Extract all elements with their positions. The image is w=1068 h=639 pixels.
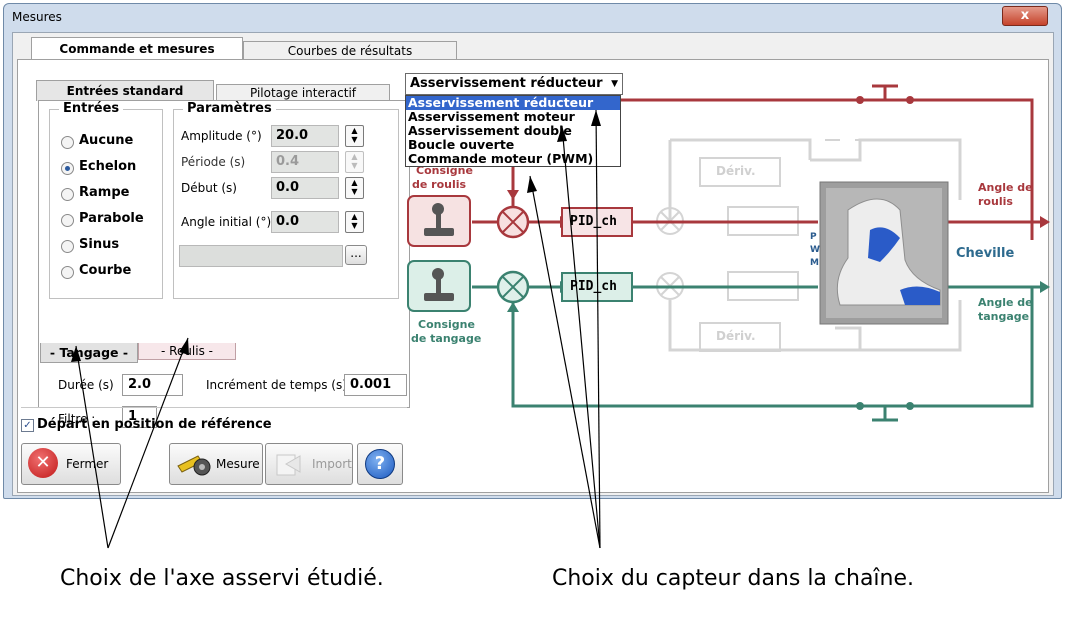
- window-title: Mesures: [12, 10, 62, 24]
- mode-option-reducteur[interactable]: Asservissement réducteur: [406, 96, 620, 110]
- help-button[interactable]: ?: [357, 443, 403, 485]
- deriv-tangage-label: Dériv.: [716, 329, 756, 343]
- tab-courbes-de-resultats[interactable]: Courbes de résultats: [243, 41, 457, 60]
- amplitude-label: Amplitude (°): [181, 129, 262, 143]
- mesure-button[interactable]: Mesure: [169, 443, 263, 485]
- close-x-icon: ✕: [28, 448, 58, 478]
- radio-parabole-label: Parabole: [79, 211, 144, 226]
- annotation-capteur: Choix du capteur dans la chaîne.: [552, 566, 915, 591]
- import-icon: [274, 450, 304, 478]
- angle-roulis-line2: roulis: [978, 195, 1013, 208]
- radio-echelon-label: Echelon: [79, 159, 137, 174]
- fermer-label: Fermer: [66, 457, 109, 471]
- radio-courbe[interactable]: [61, 266, 74, 279]
- block-diagram: [407, 84, 1050, 422]
- help-icon: ?: [365, 449, 395, 479]
- angle-roulis-line1: Angle de: [978, 181, 1033, 194]
- axis-tab-tangage[interactable]: - Tangage -: [40, 343, 138, 363]
- tab-pilotage-interactif[interactable]: Pilotage interactif: [216, 84, 390, 101]
- debut-spinner[interactable]: ▲▼: [345, 177, 364, 199]
- browse-button[interactable]: ...: [345, 245, 367, 265]
- tape-measure-icon: [176, 452, 212, 476]
- mode-dropdown[interactable]: Asservissement réducteur ▼: [405, 73, 623, 95]
- radio-courbe-label: Courbe: [79, 263, 132, 278]
- filtre-input[interactable]: 1: [122, 406, 157, 428]
- mode-option-pwm[interactable]: Commande moteur (PWM): [408, 151, 594, 166]
- curve-file-field[interactable]: [179, 245, 343, 267]
- deriv-roulis-label: Dériv.: [716, 164, 756, 178]
- radio-rampe[interactable]: [61, 188, 74, 201]
- depart-checkbox-label: Départ en position de référence: [37, 417, 272, 432]
- radio-sinus[interactable]: [61, 240, 74, 253]
- angle-initial-input[interactable]: 0.0: [271, 211, 339, 233]
- pwm-letter-p: P: [810, 232, 817, 242]
- consigne-tangage-line1: Consigne: [418, 318, 475, 331]
- fermer-button[interactable]: ✕ Fermer: [21, 443, 121, 485]
- consigne-roulis-line2: de roulis: [412, 178, 467, 191]
- left-group-separator: [21, 407, 407, 408]
- parametres-group-title: Paramètres: [183, 101, 276, 116]
- entrees-group-title: Entrées: [59, 101, 124, 116]
- tab-commande-et-mesures[interactable]: Commande et mesures: [31, 37, 243, 60]
- pwm-letter-m: M: [810, 258, 819, 268]
- angle-initial-spinner[interactable]: ▲▼: [345, 211, 364, 233]
- increment-label: Incrément de temps (s): [206, 378, 347, 392]
- pid-tangage-label: PID_ch: [570, 279, 617, 294]
- angle-initial-label: Angle initial (°): [181, 215, 272, 229]
- consigne-roulis-line1: Consigne: [416, 164, 473, 177]
- title-bar: Mesures x: [4, 4, 1061, 30]
- mode-dropdown-value: Asservissement réducteur: [410, 76, 603, 91]
- import-button[interactable]: Import: [265, 443, 353, 485]
- debut-label: Début (s): [181, 181, 237, 195]
- filtre-label: Filtre :: [58, 412, 96, 426]
- periode-label: Période (s): [181, 155, 246, 169]
- radio-rampe-label: Rampe: [79, 185, 130, 200]
- depart-checkbox[interactable]: ✓: [21, 419, 34, 432]
- mode-option-moteur[interactable]: Asservissement moteur: [408, 109, 575, 124]
- joystick-icon: [424, 203, 454, 301]
- radio-parabole[interactable]: [61, 214, 74, 227]
- amplitude-input[interactable]: 20.0: [271, 125, 339, 147]
- import-label: Import: [312, 457, 352, 471]
- close-button[interactable]: x: [1002, 6, 1048, 26]
- tangage-chain: [472, 285, 1040, 408]
- debut-input[interactable]: 0.0: [271, 177, 339, 199]
- mesure-label: Mesure: [216, 457, 260, 471]
- radio-echelon[interactable]: [61, 162, 74, 175]
- mode-option-boucle-ouverte[interactable]: Boucle ouverte: [408, 137, 515, 152]
- mode-dropdown-list: Asservissement réducteur Asservissement …: [405, 95, 621, 167]
- angle-tangage-line2: tangage: [978, 310, 1030, 323]
- tab-entrees-standard[interactable]: Entrées standard: [36, 80, 214, 101]
- pwm-letter-w: W: [810, 245, 820, 255]
- periode-spinner[interactable]: ▲▼: [345, 151, 364, 173]
- duree-label: Durée (s): [58, 378, 114, 392]
- chevron-down-icon: ▼: [611, 79, 618, 89]
- cheville-label: Cheville: [956, 246, 1015, 261]
- radio-aucune-label: Aucune: [79, 133, 134, 148]
- pid-roulis-label: PID_ch: [570, 214, 617, 229]
- parametres-group: [173, 109, 399, 299]
- client-area: Commande et mesures Courbes de résultats…: [12, 32, 1054, 496]
- consigne-tangage-line2: de tangage: [411, 332, 482, 345]
- annotation-axe: Choix de l'axe asservi étudié.: [60, 566, 384, 591]
- amplitude-spinner[interactable]: ▲▼: [345, 125, 364, 147]
- radio-aucune[interactable]: [61, 136, 74, 149]
- radio-sinus-label: Sinus: [79, 237, 120, 252]
- mode-option-double[interactable]: Asservissement double: [408, 123, 572, 138]
- increment-input[interactable]: 0.001: [344, 374, 407, 396]
- angle-tangage-line1: Angle de: [978, 296, 1033, 309]
- periode-input[interactable]: 0.4: [271, 151, 339, 173]
